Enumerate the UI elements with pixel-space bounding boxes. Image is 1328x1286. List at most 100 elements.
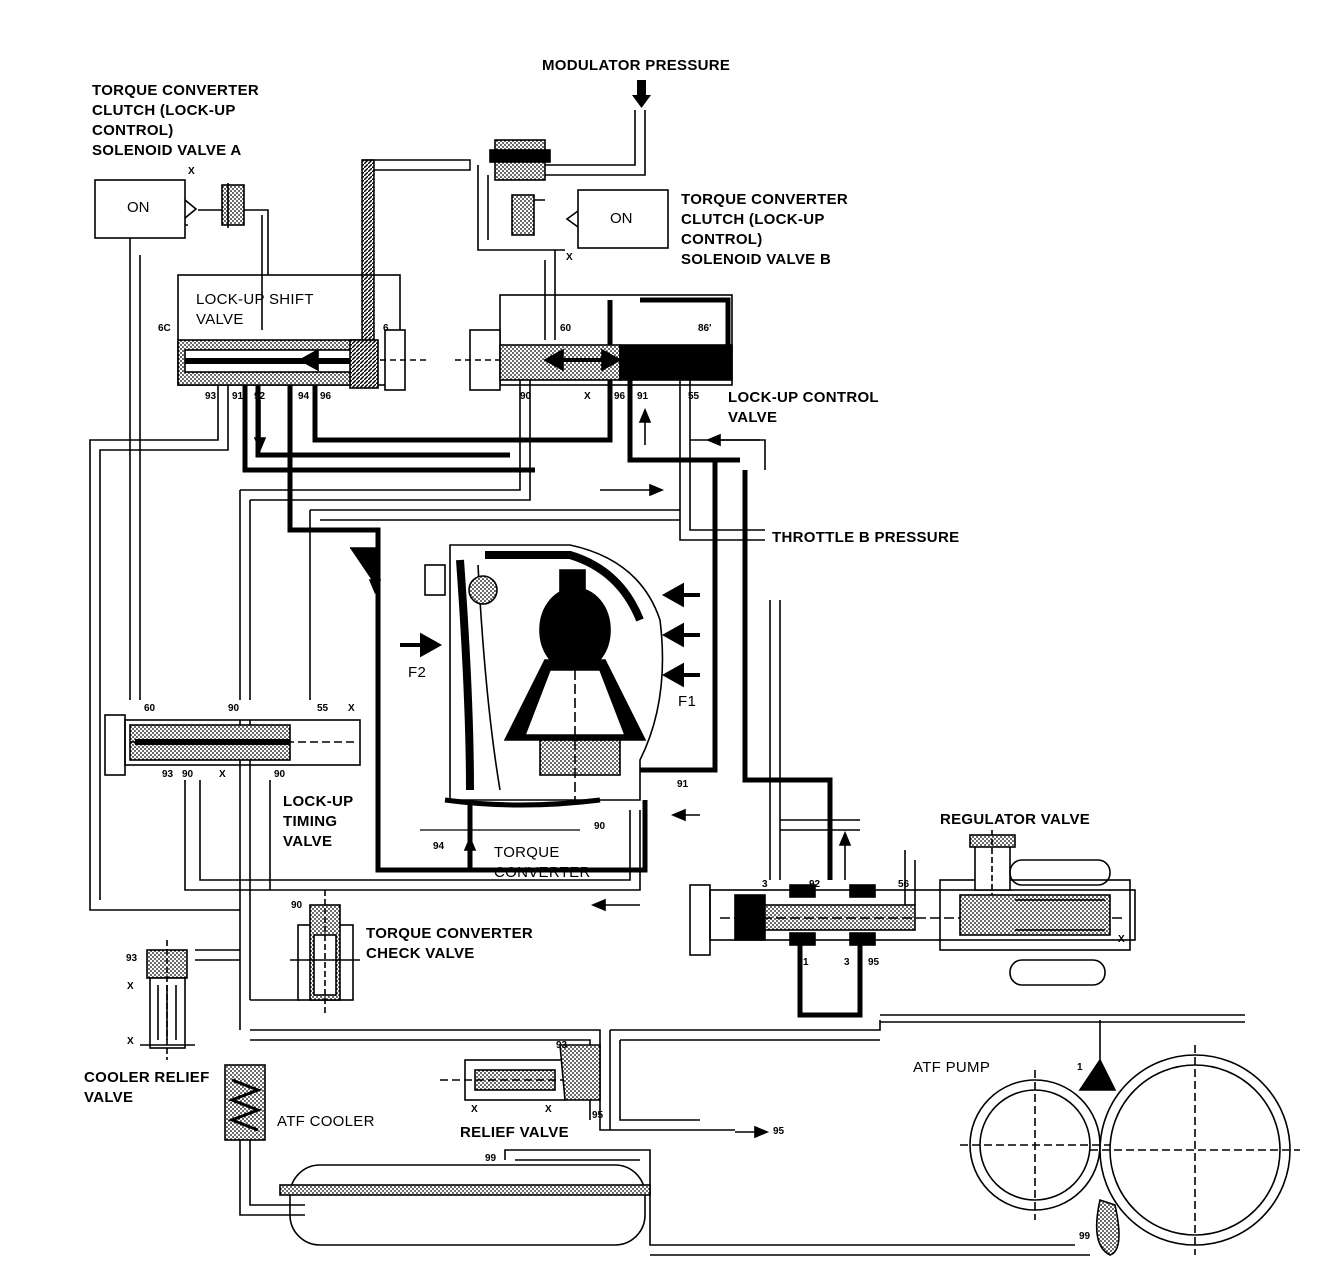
port-86-ctrl: 86' (698, 323, 712, 334)
drain-mark: X (584, 391, 591, 402)
lockup-shift-line-2: VALVE (196, 311, 244, 328)
solenoid-b-label: TORQUE CONVERTER CLUTCH (LOCK-UP CONTROL… (681, 190, 848, 270)
regulator-valve-label: REGULATOR VALVE (940, 811, 1091, 828)
lockup-control-line-1: LOCK-UP CONTROL (728, 389, 879, 406)
atf-pump (960, 1020, 1300, 1256)
cooler-relief-valve-label: COOLER RELIEF VALVE (84, 1068, 210, 1108)
drain-mark: X (471, 1104, 478, 1115)
solenoid-a (94, 179, 245, 239)
port-96-shift: 96 (320, 391, 332, 402)
torque-converter-line-2: CONVERTER (494, 864, 591, 881)
f2-label: F2 (408, 664, 427, 681)
atf-cooler-label: ATF COOLER (277, 1113, 375, 1130)
port-95-reg: 95 (868, 957, 880, 968)
port-90-timing-c: 90 (274, 769, 286, 780)
flow-arrows (253, 400, 852, 1139)
lockup-shift-valve-label: LOCK-UP SHIFT VALVE (196, 290, 314, 330)
lockup-timing-line-1: LOCK-UP (283, 793, 354, 810)
port-92-shift: 92 (254, 391, 266, 402)
lockup-control-valve-label: LOCK-UP CONTROL VALVE (728, 388, 879, 428)
port-90-ctrl: 90 (520, 391, 532, 402)
lockup-timing-valve (104, 714, 361, 776)
cooler-relief-line-1: COOLER RELIEF (84, 1069, 210, 1086)
port-91-shift: 91 (232, 391, 244, 402)
port-60-ctrl: 60 (560, 323, 572, 334)
port-3-reg-a: 3 (762, 879, 768, 890)
port-60-timing: 60 (144, 703, 156, 714)
port-93-shift: 93 (205, 391, 217, 402)
check-valve (290, 890, 360, 1015)
port-90-tc: 90 (594, 821, 606, 832)
lockup-timing-line-3: VALVE (283, 833, 333, 850)
port-93-cooler: 93 (126, 953, 138, 964)
tc-check-line-2: CHECK VALVE (366, 945, 475, 962)
port-6: 6 (383, 323, 389, 334)
solenoid-a-line-4: SOLENOID VALVE A (92, 142, 242, 159)
port-94-shift: 94 (298, 391, 310, 402)
solenoid-b (511, 189, 669, 249)
drain-mark: X (1118, 934, 1125, 945)
solenoid-b-line-2: CLUTCH (LOCK-UP (681, 211, 825, 228)
port-55-timing: 55 (317, 703, 329, 714)
solenoid-b-line-1: TORQUE CONVERTER (681, 191, 849, 208)
port-94-tc: 94 (433, 841, 445, 852)
torque-converter-label: TORQUE CONVERTER (494, 843, 591, 883)
atf-pump-label: ATF PUMP (913, 1059, 991, 1076)
port-90-timing-b: 90 (182, 769, 194, 780)
relief-valve (440, 1044, 601, 1101)
port-95-out: 95 (773, 1126, 785, 1137)
port-91-tc: 91 (677, 779, 689, 790)
port-90-timing-a: 90 (228, 703, 240, 714)
force-arrows (400, 582, 700, 688)
port-1-reg: 1 (803, 957, 809, 968)
torque-converter (420, 544, 664, 831)
drain-mark: X (545, 1104, 552, 1115)
modulator-block (489, 139, 551, 181)
drain-mark: X (219, 769, 226, 780)
lockup-control-line-2: VALVE (728, 409, 778, 426)
solenoid-a-label: TORQUE CONVERTER CLUTCH (LOCK-UP CONTROL… (92, 81, 259, 161)
throttle-b-pressure-label: THROTTLE B PRESSURE (772, 529, 960, 546)
port-95-relief: 95 (592, 1110, 604, 1121)
atf-sump (279, 1164, 651, 1246)
port-6c: 6C (158, 323, 171, 334)
solenoid-b-state: ON (610, 210, 633, 227)
modulator-arrow (632, 80, 651, 108)
lockup-timing-line-2: TIMING (283, 813, 338, 830)
drain-mark: X (188, 166, 195, 177)
port-3-reg-b: 3 (844, 957, 850, 968)
port-91-ctrl: 91 (637, 391, 649, 402)
port-99-sump: 99 (485, 1153, 497, 1164)
port-90-check: 90 (291, 900, 303, 911)
drain-mark: X (566, 252, 573, 263)
lockup-shift-line-1: LOCK-UP SHIFT (196, 291, 314, 308)
lockup-shift-valve (177, 274, 430, 391)
solenoid-b-line-3: CONTROL) (681, 231, 763, 248)
f1-label: F1 (678, 693, 697, 710)
port-92-reg: 92 (809, 879, 821, 890)
port-1-pump: 1 (1077, 1062, 1083, 1073)
atf-cooler (224, 1064, 266, 1141)
port-99-pump: 99 (1079, 1231, 1091, 1242)
solenoid-a-line-1: TORQUE CONVERTER (92, 82, 260, 99)
lockup-control-valve (455, 294, 733, 391)
port-93-timing: 93 (162, 769, 174, 780)
port-55-ctrl: 55 (688, 391, 700, 402)
torque-converter-line-1: TORQUE (494, 844, 560, 861)
solenoid-a-line-3: CONTROL) (92, 122, 174, 139)
cooler-relief-line-2: VALVE (84, 1089, 134, 1106)
lockup-timing-valve-label: LOCK-UP TIMING VALVE (283, 792, 353, 852)
port-56-reg: 56 (898, 879, 910, 890)
solenoid-b-line-4: SOLENOID VALVE B (681, 251, 832, 268)
drain-mark: X (127, 1036, 134, 1047)
port-93-relief: 93 (556, 1040, 568, 1051)
port-96-ctrl: 96 (614, 391, 626, 402)
drain-mark: X (127, 981, 134, 992)
tc-check-line-1: TORQUE CONVERTER (366, 925, 534, 942)
solenoid-a-line-2: CLUTCH (LOCK-UP (92, 102, 236, 119)
regulator-valve (689, 830, 1136, 986)
tc-check-valve-label: TORQUE CONVERTER CHECK VALVE (366, 924, 533, 964)
modulator-pressure-label: MODULATOR PRESSURE (542, 57, 731, 74)
drain-mark: X (348, 703, 355, 714)
